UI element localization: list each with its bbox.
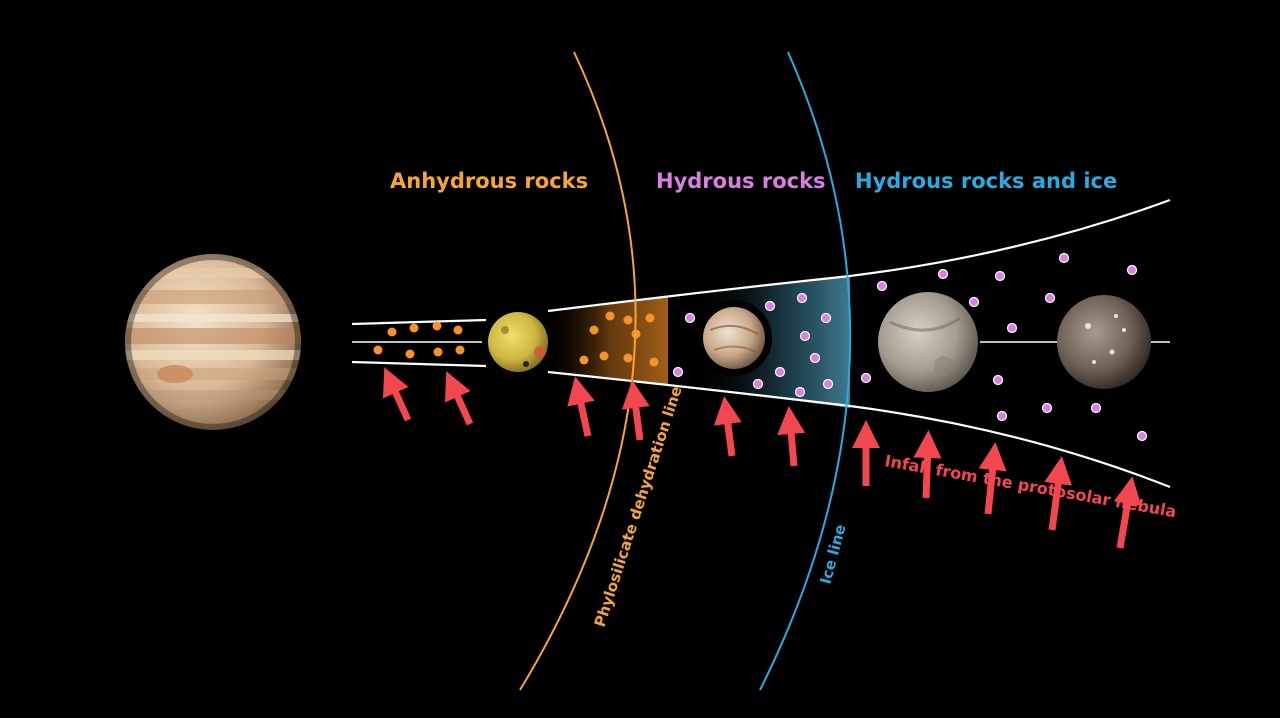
hydrous-ice-zone-label: Hydrous rocks and ice bbox=[855, 169, 1117, 193]
infall-arrow bbox=[978, 442, 1007, 515]
infall-arrows bbox=[382, 367, 1142, 549]
infall-arrow bbox=[444, 371, 474, 426]
infall-arrow bbox=[777, 406, 806, 467]
anhydrous-particles bbox=[373, 311, 659, 367]
infall-arrow bbox=[713, 396, 742, 457]
infall-arrow bbox=[1113, 476, 1142, 549]
ganymede-icon bbox=[878, 292, 978, 392]
infall-arrow bbox=[1044, 456, 1073, 531]
io-icon bbox=[482, 306, 554, 378]
dehydration-line bbox=[519, 51, 637, 691]
hydrous-particles bbox=[672, 252, 1148, 442]
ice-line bbox=[759, 51, 852, 691]
hydrous-zone-label: Hydrous rocks bbox=[656, 169, 826, 193]
anhydrous-zone-label: Anhydrous rocks bbox=[390, 169, 588, 193]
jupiter-icon bbox=[125, 254, 301, 430]
disk-upper-edge bbox=[547, 198, 1171, 313]
infall-arrow bbox=[913, 430, 942, 499]
callisto-icon bbox=[1057, 295, 1151, 389]
europa-icon bbox=[696, 300, 772, 376]
infall-arrow bbox=[567, 376, 595, 437]
disk-lower-inner-edge bbox=[351, 360, 487, 368]
disk-upper-inner-edge bbox=[351, 318, 487, 326]
infall-arrow bbox=[621, 380, 650, 441]
infall-arrow bbox=[382, 367, 412, 422]
